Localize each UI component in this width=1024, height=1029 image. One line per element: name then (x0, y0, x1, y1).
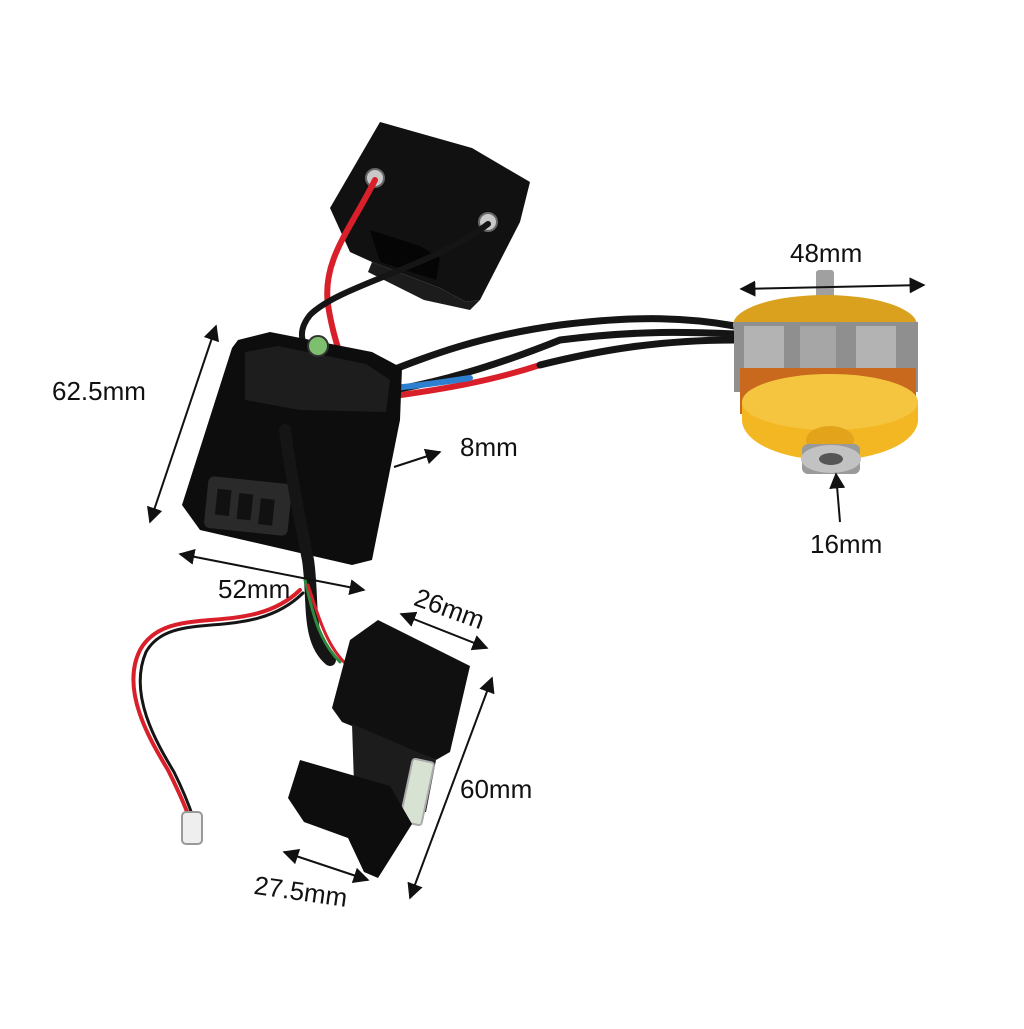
trigger-width-arrow (282, 848, 370, 884)
switch-width-arrow (399, 611, 489, 651)
shaft-label: 16mm (810, 529, 883, 559)
board-height-label: 62.5mm (52, 376, 146, 406)
board-width-arrow (178, 548, 366, 596)
board-width-label: 52mm (218, 574, 291, 604)
shaft-arrow (829, 472, 846, 523)
switch-height-label: 60mm (460, 774, 533, 804)
battery-terminal-block (330, 122, 530, 310)
dimension-arrows (147, 277, 926, 900)
board-thickness-label: 8mm (460, 432, 518, 462)
brushless-motor (733, 270, 918, 474)
board-height-arrow (147, 324, 219, 524)
switch-height-arrow (407, 676, 495, 900)
board-thickness-arrow (393, 448, 442, 468)
trigger-switch (288, 620, 470, 878)
motor-diameter-arrow (739, 277, 926, 297)
led-connector (181, 811, 203, 845)
motor-diameter-label: 48mm (790, 238, 863, 268)
